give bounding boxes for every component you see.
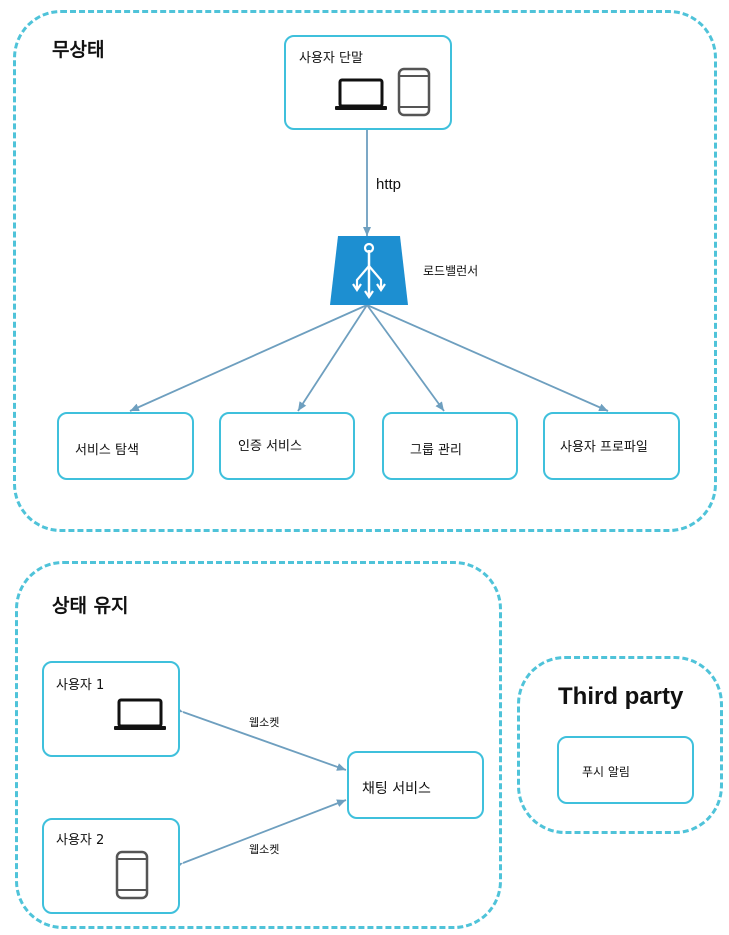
edge-lb-to-group	[366, 304, 445, 412]
chat-service-label: 채팅 서비스	[362, 781, 431, 797]
stateful-group	[15, 561, 502, 929]
user-device-label: 사용자 단말	[299, 51, 363, 66]
http-edge-label: http	[376, 176, 402, 193]
laptop-icon	[114, 698, 166, 730]
laptop-icon	[335, 78, 387, 110]
edge-user1-chat	[173, 705, 347, 771]
load-balancer-label: 로드밸런서	[423, 264, 479, 278]
phone-icon	[397, 67, 431, 117]
stateless-group-title: 무상태	[52, 39, 105, 61]
phone-icon	[115, 850, 149, 900]
edge-lb-to-profile	[366, 304, 609, 412]
third-party-group	[517, 656, 723, 834]
user1-node	[42, 661, 180, 757]
websocket-label-2: 웹소켓	[249, 843, 280, 856]
user1-label: 사용자 1	[56, 678, 105, 693]
service-discovery-label: 서비스 탐색	[75, 443, 139, 458]
edge-user2-chat	[173, 799, 347, 870]
group-management-label: 그룹 관리	[410, 443, 462, 458]
auth-service-node	[219, 412, 355, 480]
group-management-node	[382, 412, 518, 480]
edge-lb-to-auth	[297, 304, 368, 412]
edge-lb-to-service-discovery	[129, 304, 368, 412]
third-party-group-title: Third party	[558, 683, 684, 710]
push-notification-node	[557, 736, 694, 804]
user-profile-label: 사용자 프로파일	[560, 440, 648, 455]
chat-service-node	[347, 751, 484, 819]
auth-service-label: 인증 서비스	[238, 439, 302, 454]
load-balancer-icon	[330, 236, 408, 305]
user2-node	[42, 818, 180, 914]
service-discovery-node	[57, 412, 194, 480]
push-notification-label: 푸시 알림	[582, 765, 630, 779]
websocket-label-1: 웹소켓	[249, 716, 280, 729]
stateless-group	[13, 10, 717, 532]
user2-label: 사용자 2	[56, 833, 105, 848]
stateful-group-title: 상태 유지	[52, 595, 129, 617]
user-profile-node	[543, 412, 680, 480]
